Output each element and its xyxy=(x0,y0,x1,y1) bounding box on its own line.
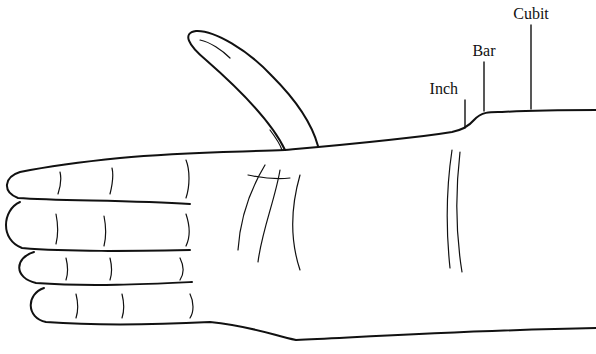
thumb-crease xyxy=(270,130,282,150)
thumb-nail xyxy=(200,40,230,58)
thumb xyxy=(188,31,318,150)
part-label: Cubit xyxy=(513,5,549,23)
wrist-creases xyxy=(447,150,462,272)
finger-marks xyxy=(56,160,193,318)
leader-line xyxy=(483,62,484,111)
part-label: Inch xyxy=(430,80,458,98)
part-label: Bar xyxy=(472,42,495,60)
little-finger xyxy=(31,288,596,340)
wrist-top xyxy=(285,110,596,150)
middle-finger xyxy=(6,202,190,251)
leader-line xyxy=(464,100,465,128)
index-finger xyxy=(7,150,285,204)
leader-line xyxy=(530,25,531,109)
ring-finger xyxy=(19,252,192,285)
palm-creases xyxy=(238,165,300,270)
